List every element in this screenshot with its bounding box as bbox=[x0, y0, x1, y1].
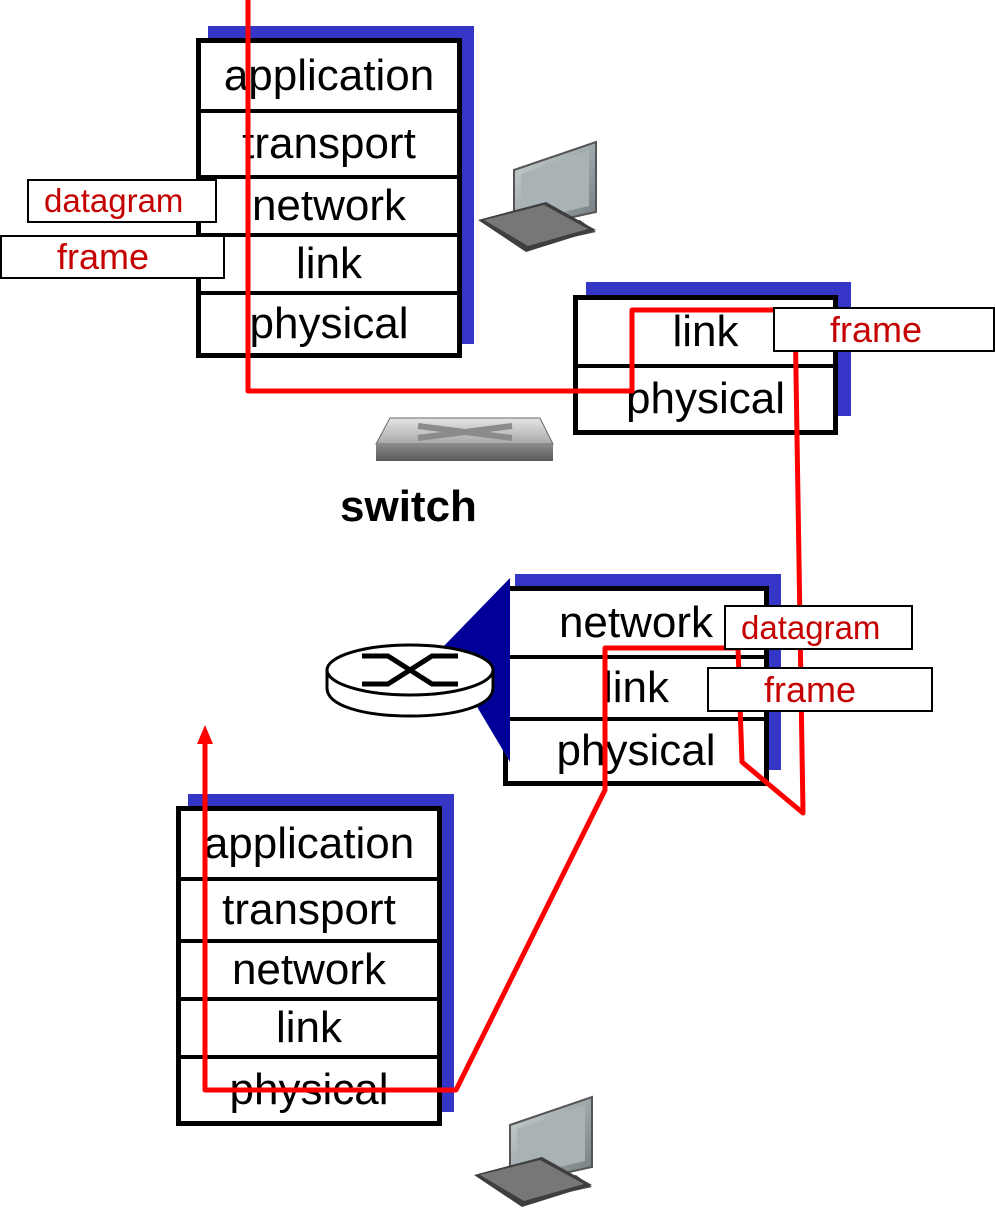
layer-physical: physical bbox=[578, 364, 833, 430]
switch-label: switch bbox=[340, 482, 477, 531]
layer-network: network bbox=[181, 939, 437, 997]
computer-icon bbox=[478, 140, 597, 252]
layer-transport: transport bbox=[181, 877, 437, 939]
router-datagram-tag: datagram bbox=[724, 605, 913, 650]
layer-link: link bbox=[181, 997, 437, 1055]
stack-box: application transport network link physi… bbox=[176, 806, 442, 1126]
layer-network: network bbox=[201, 175, 457, 233]
layer-network: network bbox=[558, 598, 714, 647]
router-icon bbox=[325, 643, 495, 718]
source-datagram-tag: datagram bbox=[27, 179, 217, 223]
stack-box: application transport network link physi… bbox=[196, 38, 462, 358]
tag-text: frame bbox=[764, 668, 857, 710]
router-frame-tag: frame bbox=[707, 667, 933, 712]
layer-link: link bbox=[201, 233, 457, 291]
layer-transport: transport bbox=[201, 109, 457, 175]
path-arrowhead bbox=[197, 725, 213, 744]
tag-text: datagram bbox=[741, 608, 881, 646]
layer-physical: physical bbox=[508, 717, 764, 781]
layer-application: application bbox=[203, 819, 415, 868]
data-path bbox=[202, 0, 806, 1093]
layer-link: link bbox=[508, 655, 764, 717]
tag-text: frame bbox=[57, 236, 150, 277]
computer-icon bbox=[474, 1095, 593, 1207]
switch-frame-tag: frame bbox=[773, 307, 995, 352]
layer-link: link bbox=[672, 307, 739, 356]
tag-text: datagram bbox=[44, 182, 184, 219]
tag-text: frame bbox=[830, 308, 923, 350]
source-frame-tag: frame bbox=[0, 235, 225, 279]
layer-application: application bbox=[223, 51, 435, 100]
layer-physical: physical bbox=[201, 291, 457, 353]
switch-icon bbox=[375, 417, 554, 461]
